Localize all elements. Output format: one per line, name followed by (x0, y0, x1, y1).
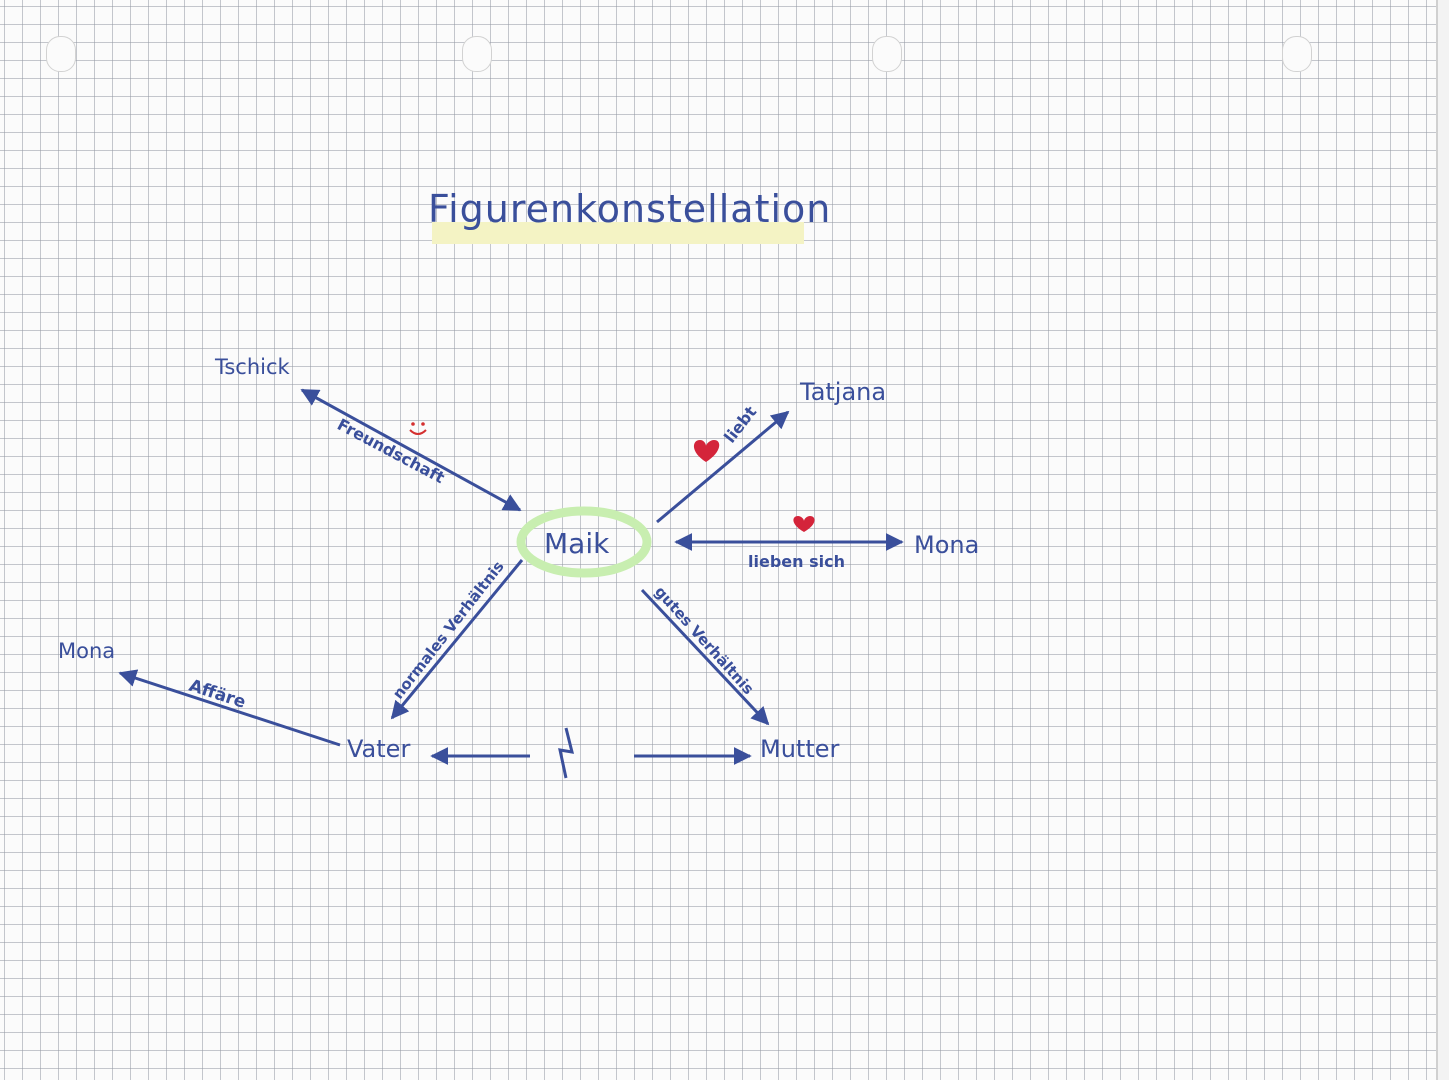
label-normales-verhaeltnis: normales Verhältnis (389, 558, 508, 703)
label-lieben-sich: lieben sich (748, 552, 845, 571)
label-affaere: Affäre (186, 676, 248, 713)
name-mona-right: Mona (914, 531, 979, 559)
title-highlight (432, 222, 804, 244)
smiley-icon (409, 422, 427, 435)
punch-hole (1282, 36, 1312, 72)
paper-right-edge (1436, 0, 1449, 1080)
lightning-icon (558, 727, 575, 779)
arrow-gutes-verhaeltnis (640, 588, 770, 726)
arrow-liebt (656, 410, 790, 524)
label-freundschaft: Freundschaft (334, 415, 448, 488)
page-title: Figurenkonstellation (428, 187, 831, 231)
name-mutter: Mutter (760, 735, 840, 763)
arrow-normales-verhaeltnis (390, 559, 524, 720)
heart-icon (793, 516, 815, 532)
name-vater: Vater (347, 735, 410, 763)
name-mona-left: Mona (58, 639, 115, 663)
center-name: Maik (544, 527, 610, 560)
arrow-freundschaft (300, 388, 522, 512)
arrow-affaere (118, 669, 341, 747)
name-tschick: Tschick (214, 355, 291, 379)
punch-hole (872, 36, 902, 72)
punch-hole (462, 36, 492, 72)
punch-hole (46, 36, 76, 72)
maik-circle (516, 506, 652, 578)
label-gutes-verhaeltnis: gutes Verhältnis (651, 583, 758, 698)
name-tatjana: Tatjana (799, 378, 886, 406)
heart-icon (693, 440, 720, 462)
